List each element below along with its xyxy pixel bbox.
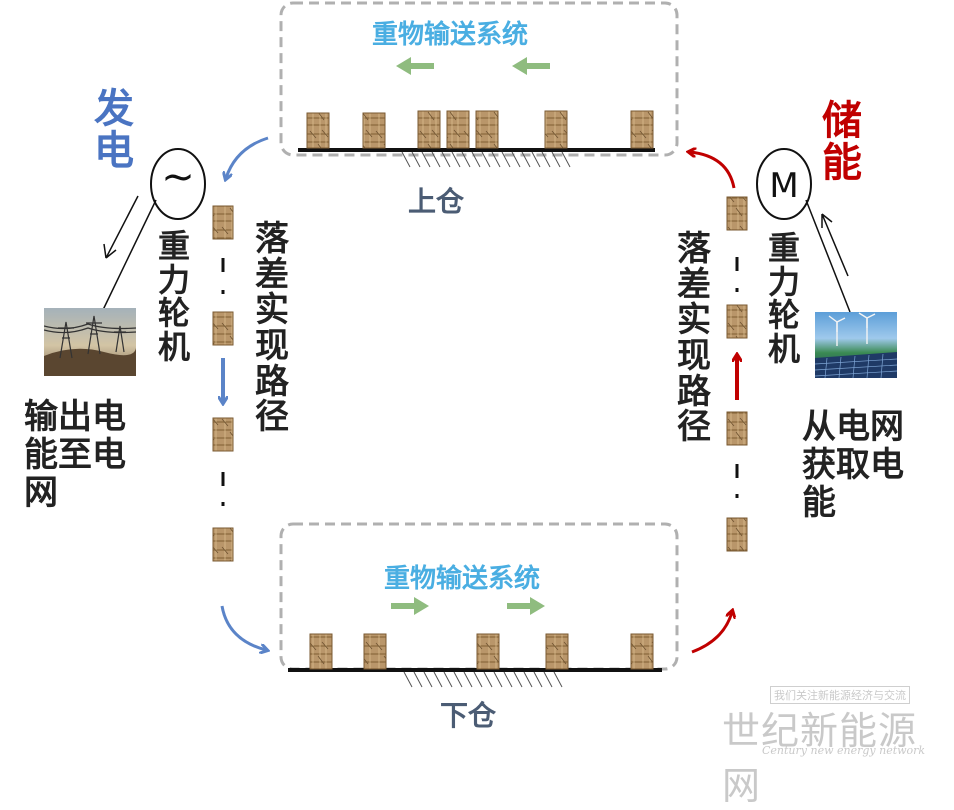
generate-mode-label: 发电 <box>94 86 134 174</box>
weight-block <box>212 311 234 346</box>
upper-weight-blocks <box>306 110 654 149</box>
motor-symbol: M <box>769 166 799 206</box>
bottom-conveyor-arrows <box>391 597 545 615</box>
right-ascent-column <box>726 196 748 552</box>
left-turbine-label: 重力轮机 <box>157 227 190 366</box>
right-path-label: 落差实现路径 <box>677 229 711 448</box>
upper-bin-label: 上仓 <box>408 185 465 218</box>
curve-arrow-top-right <box>690 152 736 189</box>
weight-block <box>726 411 748 446</box>
lower-weight-blocks <box>309 633 654 670</box>
output-to-grid-label: 输出电能至电网 <box>24 397 126 514</box>
weight-block <box>726 517 748 552</box>
gravity-storage-diagram <box>101 1 851 688</box>
weight-block <box>362 112 386 149</box>
weight-block <box>306 112 330 149</box>
take-from-grid-label: 从电网获取电能 <box>802 407 904 524</box>
curve-arrow-bottom-right <box>691 612 732 654</box>
lower-ground-hatch <box>403 671 563 688</box>
input-arrow <box>821 213 849 277</box>
weight-block <box>544 110 568 149</box>
curve-arrow-bottom-left <box>220 605 266 650</box>
weight-block <box>212 527 234 562</box>
weight-block <box>475 110 499 149</box>
lower-bin-label: 下仓 <box>440 699 497 732</box>
weight-block <box>446 110 470 149</box>
weight-block <box>363 633 387 670</box>
power-tower-photo <box>44 308 136 376</box>
left-path-label: 落差实现路径 <box>255 219 289 438</box>
bottom-conveyor-box <box>279 522 679 671</box>
output-arrow <box>103 195 139 259</box>
storage-mode-label: 储能 <box>822 98 862 186</box>
weight-block <box>309 633 333 670</box>
weight-block <box>212 205 234 240</box>
generator-icon <box>150 148 206 220</box>
top-conveyor-arrows <box>396 57 550 75</box>
watermark-sub: Century new energy network <box>762 744 926 757</box>
weight-block <box>726 196 748 231</box>
weight-block <box>476 633 500 670</box>
weight-block <box>726 304 748 339</box>
generator-cable <box>101 199 157 313</box>
weight-block <box>212 417 234 452</box>
left-descent-column <box>212 205 234 562</box>
motor-cable <box>805 199 851 313</box>
top-conveyor-title: 重物输送系统 <box>372 20 529 50</box>
upper-ground-hatch <box>401 151 571 168</box>
curve-arrow-top-left <box>226 136 269 178</box>
weight-block <box>417 110 441 149</box>
bottom-conveyor-title: 重物输送系统 <box>384 564 541 594</box>
motor-icon <box>756 148 812 220</box>
right-turbine-label: 重力轮机 <box>767 229 800 368</box>
watermark-top: 我们关注新能源经济与交流 <box>770 686 910 704</box>
top-conveyor-box <box>279 1 679 157</box>
wind-solar-photo <box>815 312 897 378</box>
weight-block <box>630 110 654 149</box>
weight-block <box>630 633 654 670</box>
generator-symbol: ~ <box>161 154 195 200</box>
weight-block <box>545 633 569 670</box>
